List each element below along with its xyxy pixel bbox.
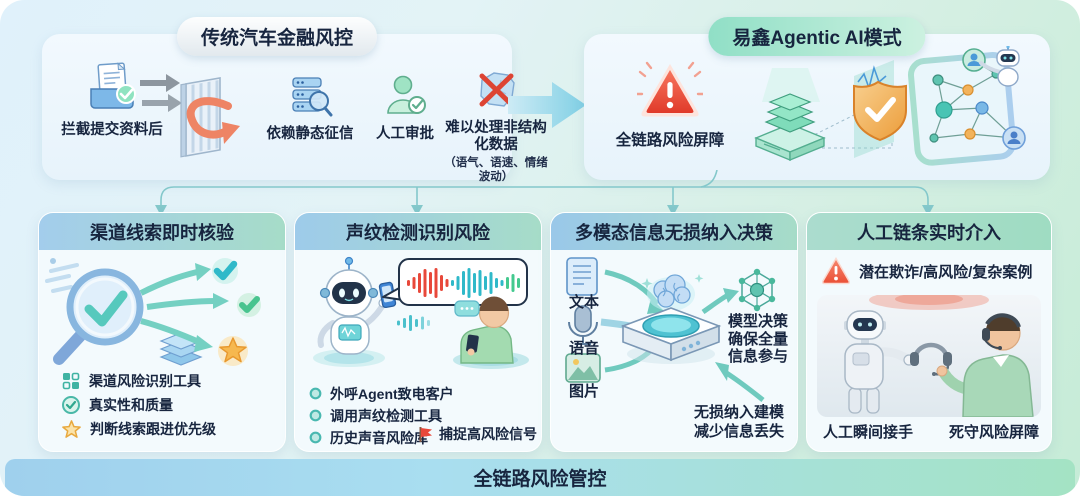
input-label-image: 图片 <box>568 383 599 400</box>
manual-review-icon <box>387 75 426 114</box>
traditional-item-label: 难以处理非结构化数据 <box>445 120 547 153</box>
panel1-list: 渠道风险识别工具 真实性和质量 判断线索跟进优先级 <box>61 371 216 439</box>
voiceprint-illustration <box>313 256 529 369</box>
footer-label: 全链路风险管控 <box>473 469 607 490</box>
list-item-label: 判断线索跟进优先级 <box>90 421 216 437</box>
agentic-title-pill: 易鑫Agentic AI模式 <box>708 17 926 56</box>
connector-arrows <box>155 170 934 216</box>
handover-photo <box>817 295 1041 417</box>
document-check-icon <box>90 62 136 109</box>
panel-human-intervention: 人工链条实时介入 潜在欺诈/高风险/复杂案例 <box>806 212 1052 452</box>
alert-triangle-icon <box>821 257 851 285</box>
traditional-item-static-credit: 依赖静态征信 <box>258 72 362 143</box>
model-decision-note: 模型决策 确保全量 信息参与 <box>727 313 788 365</box>
bullet-icon <box>309 409 322 422</box>
robot-human-illustration <box>844 295 1034 417</box>
static-credit-icon <box>292 77 333 117</box>
robot-icon <box>979 46 1020 87</box>
panel-title: 渠道线索即时核验 <box>39 213 285 250</box>
input-label-voice: 语音 <box>568 340 599 357</box>
list-item: 判断线索跟进优先级 <box>61 419 216 439</box>
user-node-icon <box>962 48 986 72</box>
user-node-icon <box>1002 126 1026 150</box>
image-icon <box>565 353 601 383</box>
alert-label: 潜在欺诈/高风险/复杂案例 <box>859 263 1033 281</box>
flag-icon <box>419 427 432 442</box>
list-item-label: 调用声纹检测工具 <box>330 407 442 424</box>
text-file-icon <box>566 257 598 296</box>
list-item: 真实性和质量 <box>61 395 216 415</box>
traditional-item-intercept: 拦截提交资料后 <box>56 60 168 139</box>
input-label-text: 文本 <box>568 294 599 311</box>
bullet-icon <box>309 387 322 400</box>
list-item-label: 历史声音风险库 <box>330 429 428 446</box>
agentic-illustration <box>754 46 1026 166</box>
panel-multimodal-decision: 多模态信息无损纳入决策 <box>550 212 798 452</box>
risk-barrier-block: 全链路风险屏障 <box>602 60 738 150</box>
lead-verification-illustration <box>45 258 261 366</box>
traditional-risk-panel: 传统汽车金融风控 拦截提交资料后 <box>42 17 548 183</box>
grid-icon <box>62 372 80 390</box>
barrier-label: 全链路风险屏障 <box>615 132 725 149</box>
warning-triangle-icon <box>637 61 703 117</box>
human-agent-figure <box>936 313 1034 417</box>
alert-row: 潜在欺诈/高风险/复杂案例 <box>821 257 1032 285</box>
panel-title: 声纹检测识别风险 <box>295 213 541 250</box>
photo-captions: 人工瞬间接手 死守风险屏障 <box>807 421 1051 442</box>
traditional-item-label: 拦截提交资料后 <box>61 122 163 138</box>
agentic-title: 易鑫Agentic AI模式 <box>732 28 902 49</box>
microphone-icon <box>568 305 598 345</box>
arrow-right-icon <box>508 82 586 128</box>
check-circle-icon <box>62 396 80 414</box>
caption-risk-guard: 死守风险屏障 <box>948 424 1039 441</box>
caption-robot-handover: 人工瞬间接手 <box>823 424 914 441</box>
network-icon <box>738 268 776 312</box>
panel2-list: 外呼Agent致电客户 调用声纹检测工具 历史声音风险库 <box>309 384 454 447</box>
panel-channel-verification: 渠道线索即时核验 <box>38 212 286 452</box>
traditional-item-sublabel: （语气、语速、情绪波动） <box>444 157 548 183</box>
bullet-icon <box>309 431 322 444</box>
flag-label: 捕捉高风险信号 <box>439 426 537 442</box>
traditional-item-label: 依赖静态征信 <box>266 126 354 142</box>
traditional-item-label: 人工审批 <box>376 126 434 142</box>
list-item: 渠道风险识别工具 <box>61 371 216 391</box>
panel-voiceprint-detection: 声纹检测识别风险 <box>294 212 542 452</box>
multimodal-illustration <box>565 257 776 402</box>
list-item-label: 外呼Agent致电客户 <box>330 385 454 402</box>
traditional-item-manual-review: 人工审批 <box>360 72 450 143</box>
flag-callout: 捕捉高风险信号 <box>417 424 537 444</box>
panel-title: 多模态信息无损纳入决策 <box>551 213 797 250</box>
panel-title: 人工链条实时介入 <box>807 213 1051 250</box>
list-item-label: 渠道风险识别工具 <box>89 373 201 389</box>
agentic-ai-panel: 易鑫Agentic AI模式 全链路风险屏障 <box>584 17 1050 180</box>
list-item: 调用声纹检测工具 <box>309 406 454 425</box>
list-item-label: 真实性和质量 <box>89 397 173 413</box>
firewall-bounce-icon <box>140 74 240 158</box>
robot-figure <box>844 310 915 414</box>
lossless-note: 无损纳入建模 减少信息丢失 <box>693 404 784 440</box>
footer-bar: 全链路风险管控 <box>5 459 1075 496</box>
list-item: 外呼Agent致电客户 <box>309 384 454 403</box>
star-icon <box>62 419 81 438</box>
traditional-title: 传统汽车金融风控 <box>200 28 354 49</box>
list-item: 历史声音风险库 <box>309 428 454 447</box>
traditional-title-pill: 传统汽车金融风控 <box>176 17 378 56</box>
